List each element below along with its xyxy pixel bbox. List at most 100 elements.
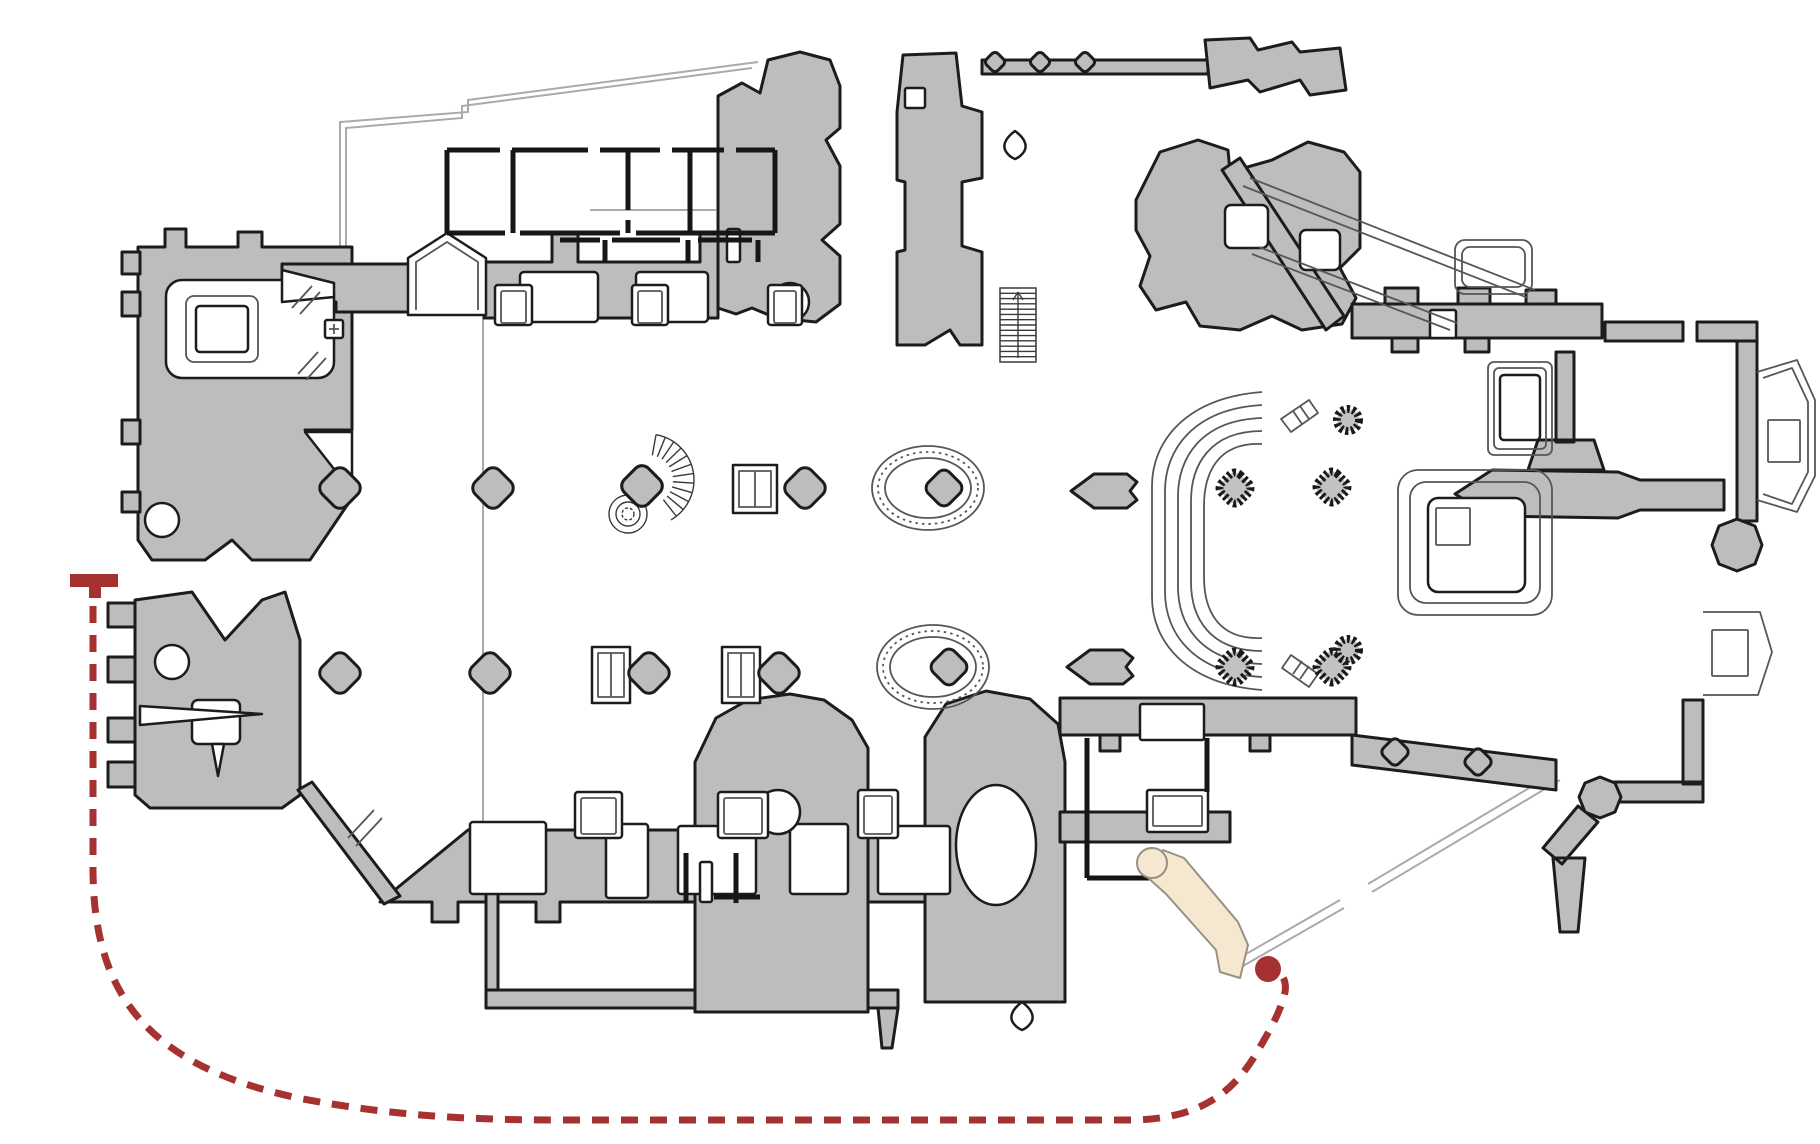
spiral-stair-pier-spoke	[668, 455, 688, 468]
pulpit-oval-north-pier	[924, 468, 964, 508]
south-recess-5	[876, 824, 952, 896]
choir-south-pier-1	[1380, 737, 1410, 767]
se-room-wall-1	[1084, 738, 1150, 881]
thin-outlines	[185, 177, 1816, 847]
choir-south-pier-2	[1463, 747, 1493, 777]
confessional-inner-n3	[773, 290, 797, 324]
pulpit-oval-north	[871, 445, 985, 531]
main-staircase	[999, 287, 1037, 363]
crossing-pier-nw	[1215, 468, 1255, 508]
nave-pier-s1	[318, 651, 362, 695]
cloister-line-outer	[339, 61, 759, 253]
pulpit-oval-south-dotted	[882, 630, 984, 704]
crossing-pier-ne	[1312, 467, 1352, 507]
annex-row2-walls	[560, 237, 761, 262]
pulpit-oval-south-inner	[889, 636, 977, 698]
east-chapel-2	[1703, 611, 1773, 696]
nw-rail-1	[291, 285, 321, 315]
confessional-inner-n1	[500, 290, 527, 324]
ambulatory-step-1	[1151, 391, 1263, 691]
ambulatory-pier-arm	[1526, 350, 1606, 472]
sw-room	[190, 698, 242, 746]
west-funnel-portal	[280, 268, 336, 304]
confessional-inner-n2	[637, 290, 663, 324]
transept-e-oval	[954, 783, 1038, 907]
ambulatory-step-2	[1164, 404, 1263, 678]
royal-altar-square	[1435, 507, 1471, 546]
ne-chapel-band	[1603, 320, 1759, 523]
pulpit-oval-south-outer	[876, 624, 990, 710]
nw-block-buttresses	[120, 250, 142, 514]
visitor-route	[70, 574, 1289, 1124]
nave-pier-s3	[627, 651, 671, 695]
south-recess-2	[604, 822, 650, 900]
spiral-stair-pier-core	[620, 464, 664, 508]
ambulatory-step-4	[1190, 430, 1263, 652]
spiral-stair-pier-spoke	[665, 447, 682, 464]
choir-flank-pier-n	[1069, 472, 1139, 510]
step-ladder-south	[1281, 654, 1319, 688]
spiral-stair-pier	[608, 434, 695, 534]
spiral-stair-pier-spoke	[661, 441, 675, 460]
step-pier-north	[1333, 405, 1363, 435]
crossing-pier-sw	[1215, 647, 1255, 687]
entrance-corridor	[1145, 849, 1249, 979]
entrance-marker[interactable]	[1255, 956, 1281, 982]
precinct-wall-b	[1235, 779, 1561, 971]
nw-monument-cross	[329, 324, 339, 334]
confessional-s1	[573, 790, 624, 840]
ne-chapel-square-inner	[1461, 246, 1526, 288]
tower-square-notch	[903, 86, 927, 110]
confessional-n1	[493, 283, 534, 327]
spiral-stair-pier-spoke	[669, 491, 689, 503]
spiral-stair-pier-spoke	[672, 481, 694, 484]
se-square-room-inner	[1152, 795, 1203, 827]
top-wall-finial-3	[1073, 50, 1097, 74]
ne-buttress-rail-1	[1242, 177, 1536, 299]
se-diagonal-arm	[1541, 804, 1600, 934]
main-staircase-arrow	[1012, 291, 1024, 301]
west-tower-south	[895, 51, 984, 347]
black-walls	[444, 147, 1210, 903]
plan-layers	[70, 36, 1816, 1124]
south-portal-niche	[1010, 1000, 1034, 1032]
spiral-stair-pier-spoke	[651, 434, 657, 456]
nw-altar-core	[194, 304, 250, 354]
entrance-lobby	[1136, 847, 1168, 879]
top-wall-finial-2	[1028, 50, 1052, 74]
organ-box-s2	[720, 645, 762, 705]
pulpit-oval-north-inner	[884, 457, 972, 519]
nave-pier-s2	[468, 651, 512, 695]
north-altar-outline-1	[1487, 361, 1553, 456]
spiral-stair-pier-spoke	[671, 463, 692, 473]
ne-buttress-rail-2	[1251, 246, 1458, 331]
cloister-line-inner	[345, 67, 753, 253]
transept-w-slit	[698, 860, 714, 904]
sw-room-spike	[210, 742, 226, 778]
organ-box-n	[731, 463, 779, 515]
organ-box-s1	[590, 645, 632, 705]
nw-circle-notch	[143, 501, 181, 539]
ne-cluster-notch-1	[1223, 203, 1270, 250]
confessional-s3	[856, 788, 900, 840]
south-recess-4	[788, 822, 850, 896]
spiral-stair-pier-spoke	[672, 472, 694, 478]
east-chapel-1	[1756, 359, 1816, 513]
ambulatory-step-3	[1177, 417, 1263, 665]
spiral-stair-pier-spoke	[656, 437, 666, 458]
north-altar-outline-2	[1493, 367, 1547, 450]
confessional-inner-s3	[863, 795, 893, 835]
ambulatory-step-5	[1203, 443, 1263, 639]
north-altar-core	[1498, 373, 1542, 442]
pulpit-oval-north-outer	[871, 445, 985, 531]
east-chapel-1-inner	[1762, 367, 1809, 505]
sw-circle-notch	[153, 643, 191, 681]
se-aisle-notch	[1138, 702, 1206, 742]
spiral-stair-pier-spoke	[662, 499, 677, 517]
nw-gothic-portal	[406, 231, 488, 317]
piers	[318, 50, 1493, 777]
pulpit-oval-south-pier	[929, 647, 969, 687]
east-chapel-1-altar	[1767, 419, 1801, 463]
